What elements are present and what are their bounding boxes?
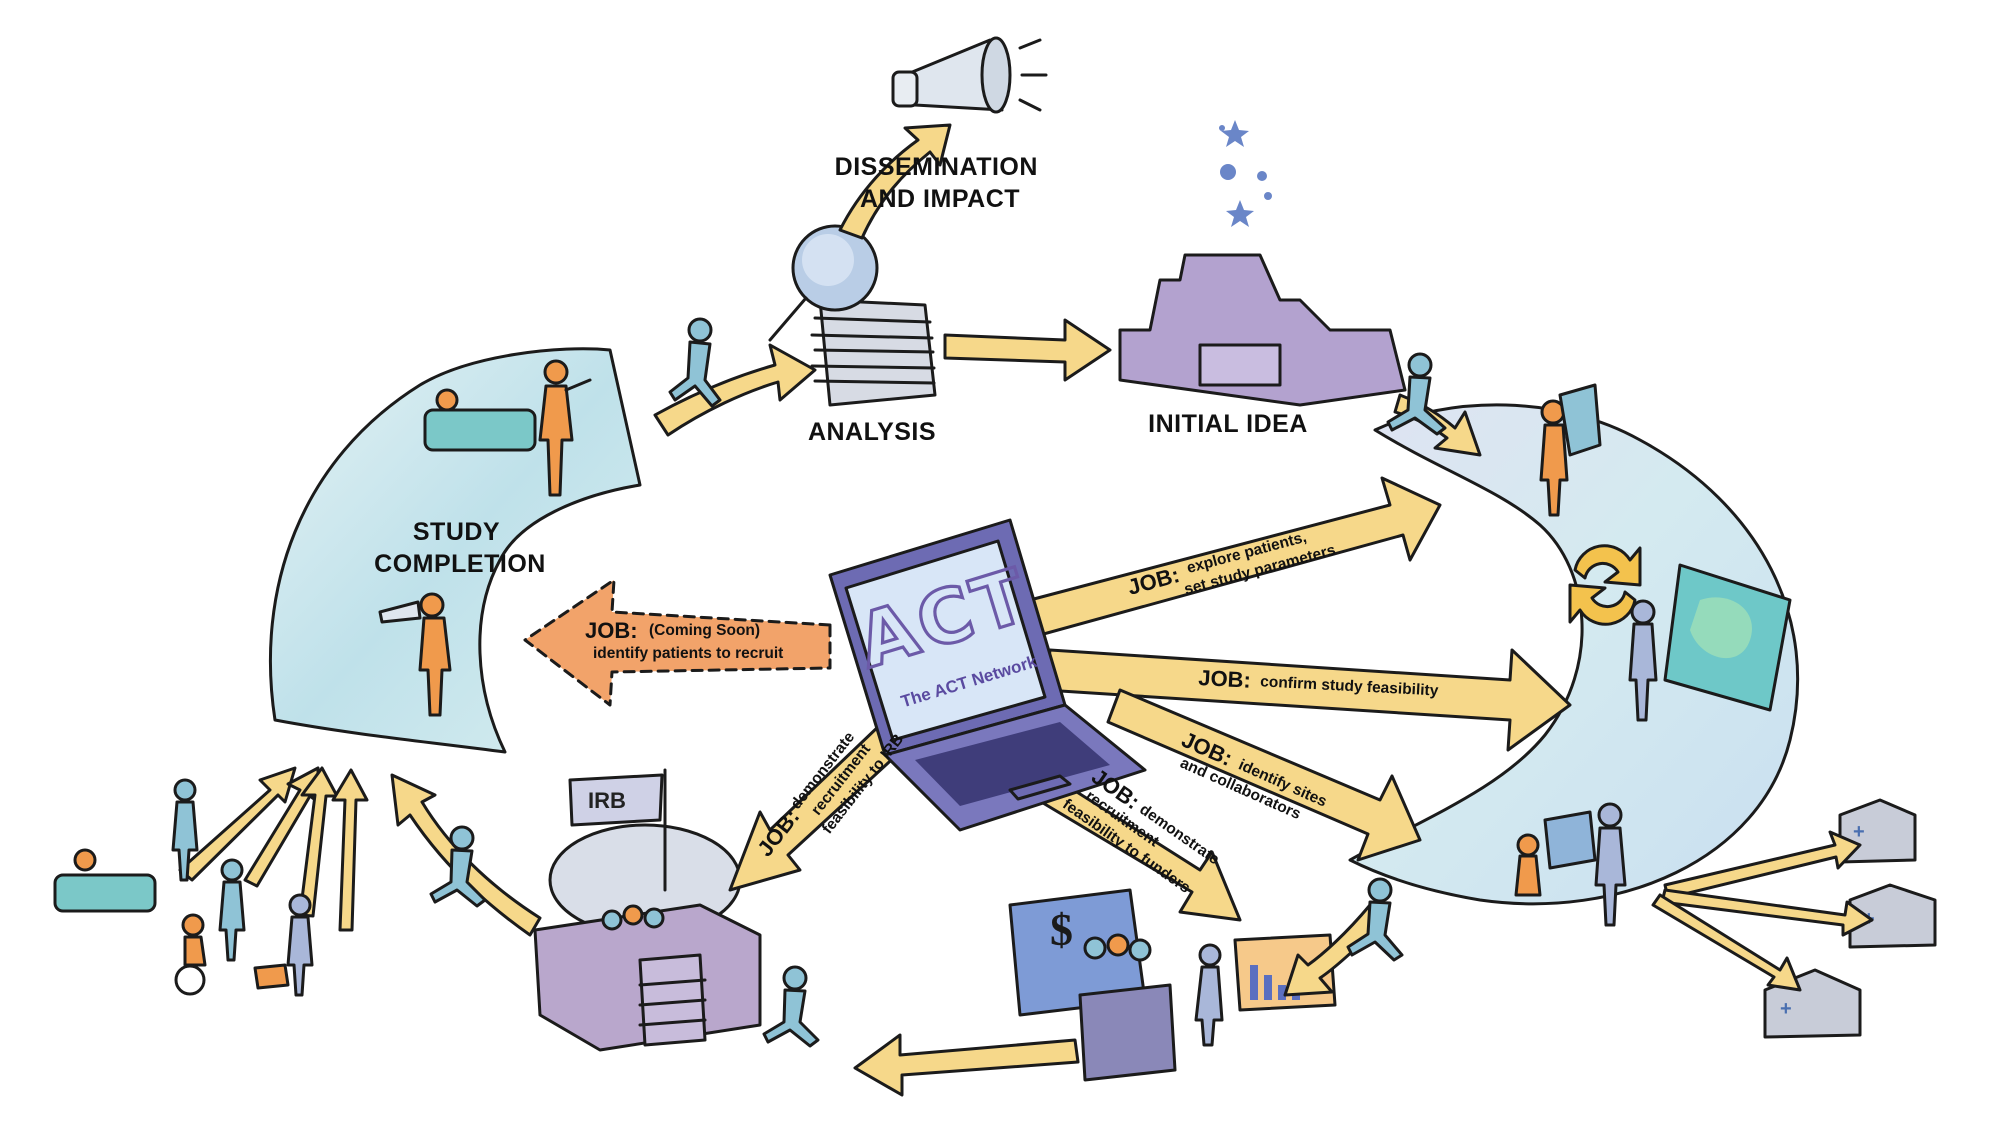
- irb-board-members: [601, 904, 665, 931]
- job-arrow-sites: [1106, 688, 1422, 862]
- stage-label-initial-idea: INITIAL IDEA: [1148, 410, 1308, 438]
- megaphone-speaker-figure: [378, 592, 452, 717]
- job-arrow-explore: [1028, 476, 1442, 637]
- svg-text:+: +: [1780, 998, 1792, 1020]
- waving-person-2: [218, 858, 246, 962]
- svg-text:(Coming Soon): (Coming Soon): [649, 622, 760, 639]
- map-presenter-figure: [1628, 599, 1658, 722]
- person-with-dog: [253, 893, 314, 997]
- waving-person-1: [171, 778, 199, 882]
- svg-text:identify patients to recruit: identify patients to recruit: [593, 645, 783, 662]
- cycle-arrows: [178, 123, 1874, 1097]
- funders-audience: [1083, 933, 1224, 1047]
- hospital-bed-patient: [423, 388, 537, 452]
- analysis-paper-stack: [810, 298, 937, 407]
- people-figures: [53, 317, 1658, 1048]
- svg-text:$: $: [1050, 904, 1073, 955]
- computer-worker-figures: [1514, 802, 1627, 927]
- planning-band: [1348, 403, 1800, 906]
- act-laptop: [828, 518, 1147, 832]
- runner-to-analysis: [668, 317, 722, 408]
- dollar-sign-icon: $: [1050, 904, 1073, 955]
- refresh-cycle-icon: [1568, 544, 1642, 626]
- arrow-analysis-to-idea: [943, 318, 1112, 382]
- runner-to-completion: [429, 825, 487, 908]
- megaphone-icon: [891, 36, 1048, 114]
- patient-in-bed: [53, 848, 157, 913]
- arrow-people-3: [298, 766, 339, 918]
- arrow-funders-to-irb: [853, 1033, 1080, 1097]
- runner-to-planning: [1386, 352, 1447, 436]
- magnifying-glass-icon: [768, 224, 879, 342]
- arrow-analysis-to-dissemination: [838, 123, 952, 240]
- runner-to-irb: [762, 965, 820, 1048]
- runner-to-funders: [1346, 877, 1404, 962]
- stage-label-dissemination: DISSEMINATION AND IMPACT: [835, 153, 1046, 213]
- world-map-panel: [1663, 563, 1792, 712]
- job-arrow-funders: [1036, 773, 1242, 922]
- wheelchair-person: [174, 913, 207, 996]
- svg-text:+: +: [1853, 821, 1865, 843]
- job-arrows: [523, 476, 1572, 922]
- doctor-figure: [538, 359, 592, 497]
- job-arrow-recruit: [523, 578, 832, 707]
- arrow-hospital-1: [1663, 830, 1862, 900]
- svg-text:JOB:: JOB:: [1198, 665, 1252, 693]
- arrow-hospital-3: [1651, 893, 1802, 992]
- scroll-reader-figure: [1539, 383, 1602, 517]
- stage-label-analysis: ANALYSIS: [808, 418, 936, 446]
- funders-presentation: [1008, 888, 1177, 1082]
- job-label-recruit: JOB: (Coming Soon) identify patients to …: [585, 618, 783, 662]
- initial-idea-block: [1118, 253, 1407, 407]
- irb-flag-label: IRB: [588, 788, 626, 813]
- arrow-hospital-2: [1660, 888, 1874, 937]
- idea-stars-icon: [1219, 120, 1272, 227]
- svg-text:JOB:: JOB:: [585, 618, 638, 643]
- stage-label-study-completion: STUDY COMPLETION: [374, 518, 546, 578]
- job-arrow-irb: [728, 723, 902, 892]
- irb-building: [533, 768, 762, 1052]
- arrow-people-4: [331, 768, 369, 932]
